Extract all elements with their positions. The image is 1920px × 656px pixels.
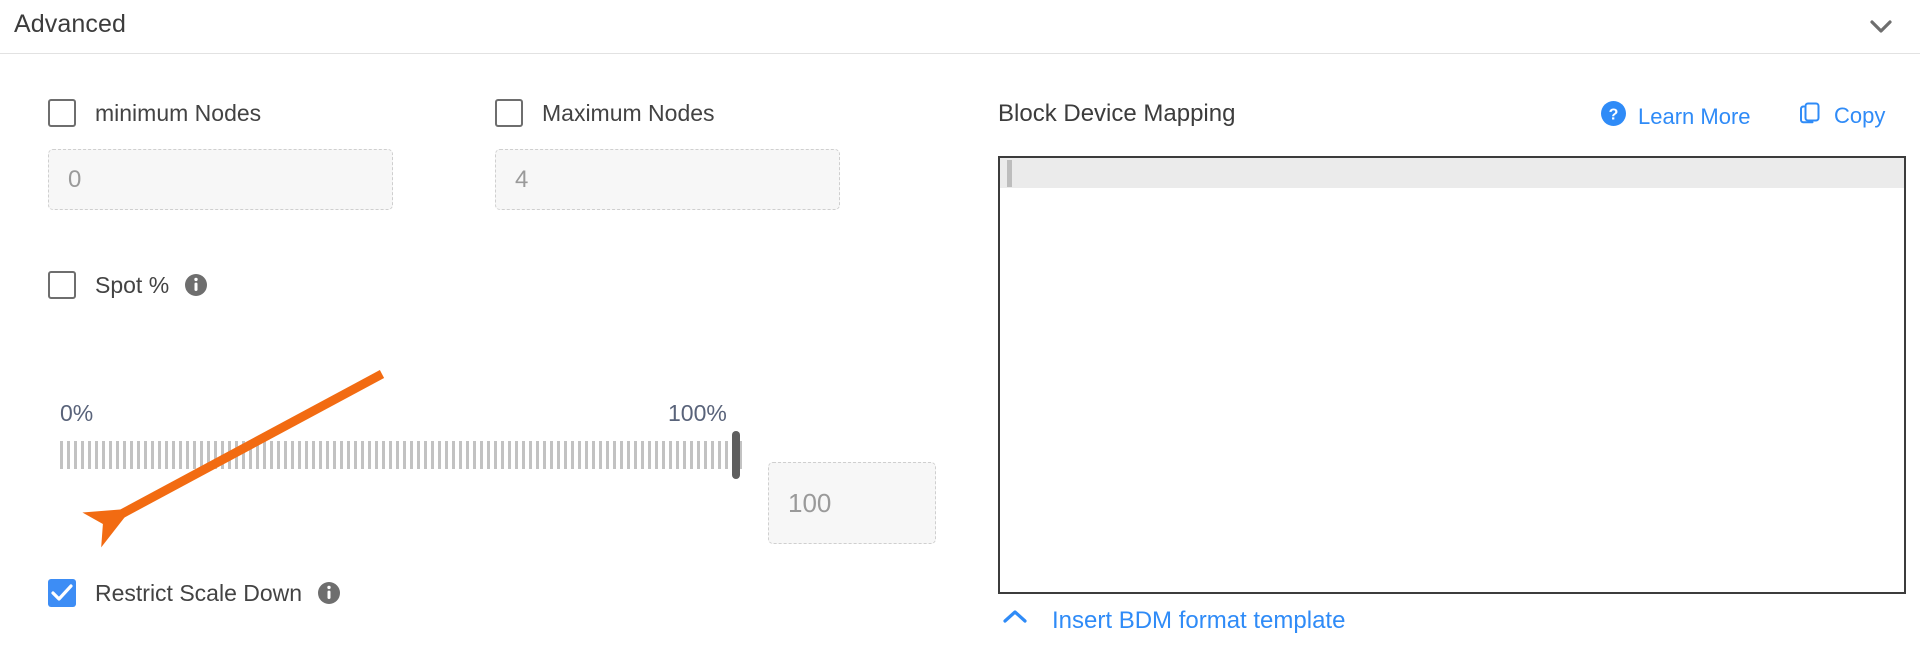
copy-button[interactable]: Copy bbox=[1798, 100, 1885, 131]
insert-bdm-template-label: Insert BDM format template bbox=[1052, 606, 1346, 634]
minimum-nodes-checkbox[interactable] bbox=[48, 99, 76, 127]
maximum-nodes-label: Maximum Nodes bbox=[542, 99, 715, 126]
block-device-mapping-panel: Block Device Mapping ? Learn More Copy bbox=[998, 54, 1920, 656]
maximum-nodes-checkbox[interactable] bbox=[495, 99, 523, 127]
info-icon[interactable] bbox=[317, 581, 341, 605]
restrict-scale-down-row: Restrict Scale Down bbox=[48, 579, 341, 607]
spot-percent-row: Spot % bbox=[48, 271, 208, 299]
slider-min-label: 0% bbox=[60, 400, 94, 426]
advanced-section-header: Advanced bbox=[0, 0, 1920, 54]
minimum-nodes-input-placeholder: 0 bbox=[68, 165, 82, 193]
help-circle-icon: ? bbox=[1600, 100, 1627, 133]
advanced-left-column: minimum Nodes 0 Maximum Nodes 4 Spot % 0… bbox=[0, 54, 960, 656]
editor-active-line bbox=[1000, 158, 1904, 188]
learn-more-link[interactable]: ? Learn More bbox=[1600, 100, 1751, 133]
slider-max-label: 100% bbox=[668, 400, 727, 426]
bdm-header: Block Device Mapping ? Learn More Copy bbox=[998, 100, 1898, 134]
bdm-title: Block Device Mapping bbox=[998, 100, 1236, 127]
copy-icon bbox=[1798, 100, 1823, 131]
minimum-nodes-row: minimum Nodes bbox=[48, 99, 261, 127]
spot-percent-value-placeholder: 100 bbox=[788, 487, 832, 518]
insert-bdm-template-link[interactable]: Insert BDM format template bbox=[1000, 606, 1345, 635]
minimum-nodes-label: minimum Nodes bbox=[95, 99, 262, 126]
slider-track[interactable] bbox=[60, 441, 742, 469]
svg-text:?: ? bbox=[1609, 107, 1619, 124]
spot-percent-value-input[interactable]: 100 bbox=[768, 462, 936, 544]
bdm-code-editor[interactable] bbox=[998, 156, 1906, 594]
info-icon[interactable] bbox=[184, 273, 208, 297]
editor-gutter-bar bbox=[1007, 160, 1012, 187]
maximum-nodes-row: Maximum Nodes bbox=[495, 99, 715, 127]
chevron-down-icon[interactable] bbox=[1864, 9, 1898, 43]
maximum-nodes-input-placeholder: 4 bbox=[515, 165, 529, 193]
restrict-scale-down-checkbox[interactable] bbox=[48, 579, 76, 607]
page-title: Advanced bbox=[14, 10, 126, 38]
spot-percent-label: Spot % bbox=[95, 271, 170, 298]
minimum-nodes-input[interactable]: 0 bbox=[48, 149, 393, 210]
learn-more-label: Learn More bbox=[1638, 103, 1751, 129]
maximum-nodes-input[interactable]: 4 bbox=[495, 149, 840, 210]
restrict-scale-down-label: Restrict Scale Down bbox=[95, 579, 303, 606]
slider-thumb[interactable] bbox=[732, 431, 740, 479]
copy-label: Copy bbox=[1834, 102, 1886, 128]
spot-percent-checkbox[interactable] bbox=[48, 271, 76, 299]
chevron-up-icon bbox=[1000, 606, 1030, 635]
